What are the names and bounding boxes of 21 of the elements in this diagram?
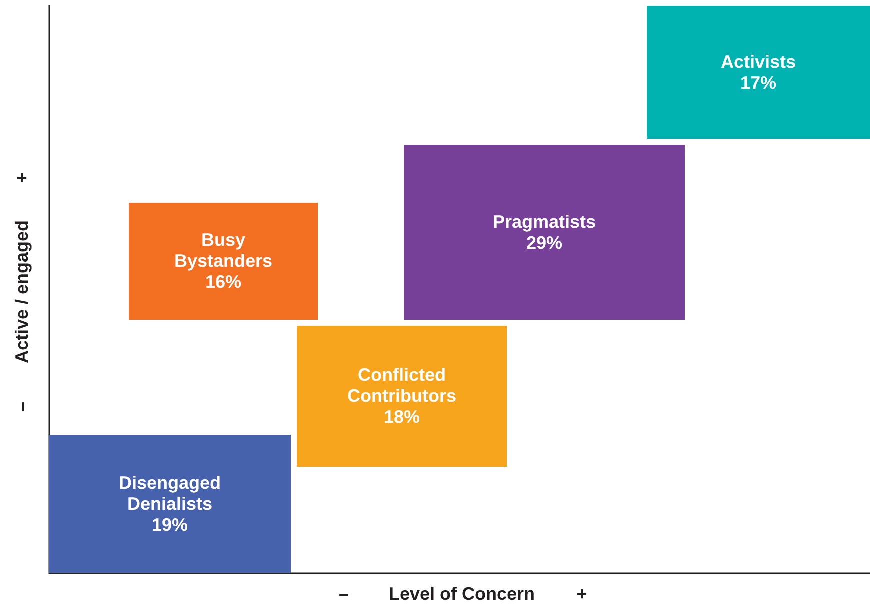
segment-name: Conflicted Contributors — [346, 365, 458, 407]
segment-name: Pragmatists — [492, 212, 596, 232]
segment-percent: 18% — [384, 407, 420, 428]
axis-sign: + — [12, 172, 32, 184]
segment-box — [404, 145, 685, 320]
axis-title: Level of Concern — [388, 584, 536, 604]
segment-box — [129, 203, 318, 320]
segment-name: Disengaged Denialists — [118, 472, 222, 514]
segment-percent: 16% — [205, 272, 242, 293]
axis-sign: – — [339, 584, 349, 604]
segment-name: Activists — [720, 52, 796, 72]
axis-sign: + — [576, 584, 588, 604]
segment-percent: 17% — [740, 72, 777, 94]
segment-name: Busy Bystanders — [173, 230, 274, 272]
segment-percent: 29% — [526, 232, 563, 254]
segment-box — [49, 435, 291, 573]
axis-sign: – — [12, 402, 32, 412]
axis-title: Active / engaged — [12, 220, 32, 364]
segment-percent: 19% — [152, 514, 188, 536]
segment-box — [297, 326, 507, 467]
segment-box — [647, 6, 870, 139]
